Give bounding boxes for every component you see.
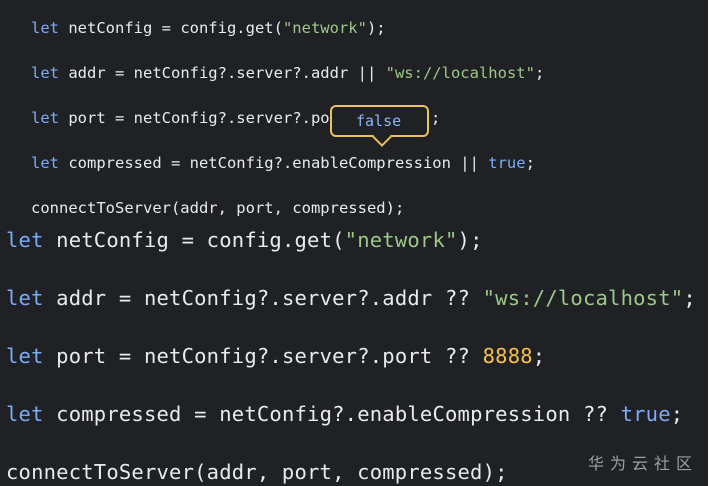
code-text: port = netConfig?.server?.po <box>59 109 330 127</box>
code-text: ; <box>525 154 535 172</box>
code-text: port = netConfig?.server?.port ?? <box>43 344 483 368</box>
code-text: ); <box>457 228 483 252</box>
nullish-code-line-1: let netConfig = config.get("network"); <box>6 226 483 254</box>
value-tooltip: false <box>330 105 429 147</box>
string-literal: "network" <box>344 228 458 252</box>
code-text: compressed = netConfig?.enableCompressio… <box>43 402 621 426</box>
tooltip-pointer <box>372 127 392 147</box>
code-text: ; <box>532 344 546 368</box>
keyword: let <box>6 286 44 310</box>
tooltip-value: false <box>356 112 402 130</box>
boolean-literal: true <box>620 402 671 426</box>
code-text: ; <box>683 286 696 310</box>
code-text: compressed = netConfig?.enableCompressio… <box>59 154 489 172</box>
nullish-code-line-2: let addr = netConfig?.server?.addr ?? "w… <box>6 284 696 312</box>
code-text: connectToServer(addr, port, compressed); <box>6 460 508 484</box>
code-text: connectToServer(addr, port, compressed); <box>31 199 405 217</box>
code-text: netConfig = config.get( <box>59 19 283 37</box>
optional-chaining-or-code-panel: let netConfig = config.get("network"); l… <box>0 0 708 226</box>
string-literal: "ws://localhost" <box>385 64 535 82</box>
keyword: let <box>31 154 59 172</box>
keyword: let <box>31 19 59 37</box>
number-literal: 8888 <box>482 344 533 368</box>
keyword: let <box>31 64 59 82</box>
code-line-1: let netConfig = config.get("network"); <box>31 18 386 38</box>
code-line-4: let compressed = netConfig?.enableCompre… <box>31 153 535 173</box>
code-line-3-tail: ; <box>431 108 440 128</box>
code-text: ); <box>366 19 386 37</box>
nullish-code-line-4: let compressed = netConfig?.enableCompre… <box>6 400 683 428</box>
keyword: let <box>6 344 44 368</box>
keyword: let <box>6 402 44 426</box>
string-literal: "ws://localhost" <box>482 286 684 310</box>
code-text: addr = netConfig?.server?.addr ?? <box>43 286 483 310</box>
string-literal: "network" <box>282 19 367 37</box>
code-text: ; <box>534 64 545 82</box>
nullish-code-line-3: let port = netConfig?.server?.port ?? 88… <box>6 342 545 370</box>
keyword: let <box>6 228 44 252</box>
code-text: ; <box>431 109 441 127</box>
code-line-2: let addr = netConfig?.server?.addr || "w… <box>31 63 544 83</box>
code-text: netConfig = config.get( <box>43 228 345 252</box>
nullish-code-line-5: connectToServer(addr, port, compressed); <box>6 458 508 486</box>
code-text: ; <box>670 402 684 426</box>
code-line-3: let port = netConfig?.server?.po <box>31 108 330 128</box>
code-line-5: connectToServer(addr, port, compressed); <box>31 198 404 218</box>
boolean-literal: true <box>488 154 526 172</box>
keyword: let <box>31 109 59 127</box>
code-text: addr = netConfig?.server?.addr || <box>59 64 386 82</box>
watermark: 华为云社区 <box>587 454 698 473</box>
